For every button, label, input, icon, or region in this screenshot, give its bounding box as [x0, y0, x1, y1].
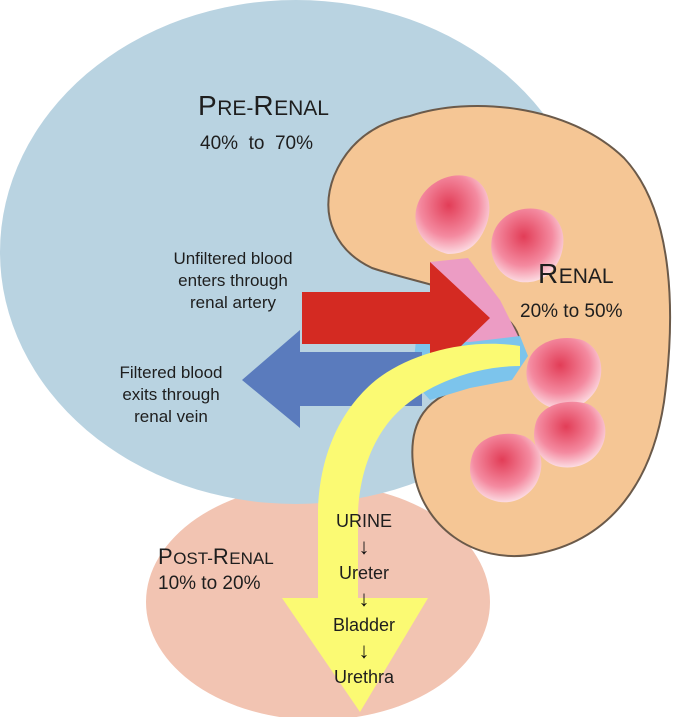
renal-pyramid: [526, 338, 602, 410]
down-arrow-icon: ↓: [358, 586, 370, 611]
prerenal-percent: 40% to 70%: [200, 133, 314, 154]
artery-label-line: enters through: [178, 271, 288, 290]
postrenal-percent: 10% to 20%: [158, 573, 261, 594]
prerenal-title: PRE-RENAL: [198, 90, 329, 121]
vein-label-line: Filtered blood: [119, 363, 223, 382]
artery-label-line: Unfiltered blood: [173, 249, 293, 268]
renal-pyramid: [491, 208, 564, 283]
urine-arrow: [282, 343, 520, 712]
renal-pyramid: [415, 175, 490, 254]
artery-arrow: [302, 262, 490, 376]
urine-step-bladder: Bladder: [332, 615, 396, 635]
renal-pyramids: [415, 175, 606, 503]
renal-percent: 20% to 50%: [520, 301, 623, 322]
down-arrow-icon: ↓: [358, 638, 370, 663]
artery-label-line: renal artery: [190, 293, 276, 312]
urine-step-urine: URINE: [335, 511, 392, 531]
postrenal-title: POST-RENAL: [158, 544, 274, 569]
down-arrow-icon: ↓: [358, 534, 370, 559]
vein-label: Filtered blood exits through renal vein: [96, 362, 246, 428]
vein-label-line: exits through: [122, 385, 220, 404]
urine-step-ureter: Ureter: [338, 563, 389, 583]
artery-label: Unfiltered blood enters through renal ar…: [158, 248, 308, 314]
urine-step-urethra: Urethra: [333, 667, 395, 687]
vein-label-line: renal vein: [134, 407, 208, 426]
renal-pyramid: [534, 401, 606, 468]
renal-pyramid: [470, 433, 542, 503]
renal-title: RENAL: [538, 258, 614, 289]
